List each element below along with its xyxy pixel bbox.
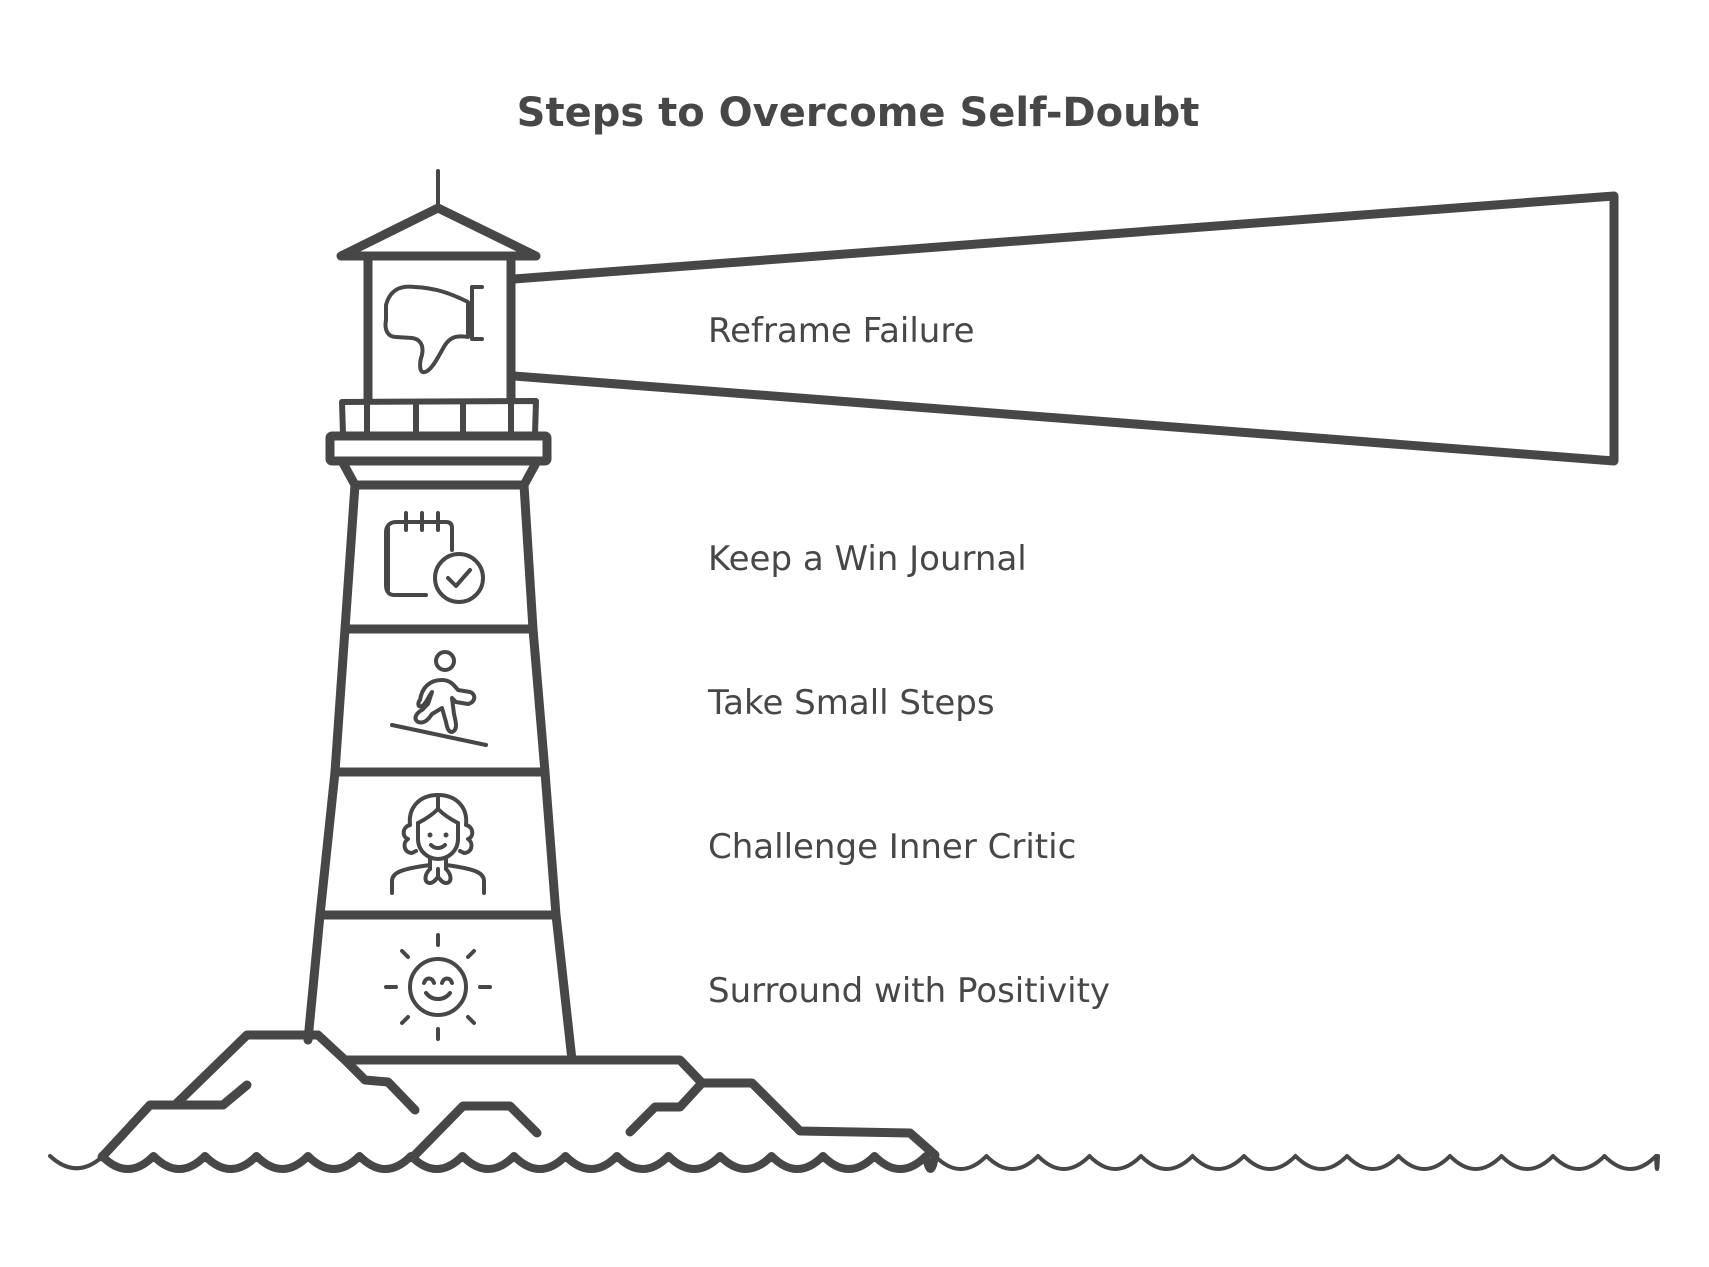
rocks <box>97 1030 940 1162</box>
step-label-surround-positivity: Surround with Positivity <box>708 971 1110 1011</box>
step-label-take-small-steps: Take Small Steps <box>707 683 995 723</box>
step-label-reframe-failure: Reframe Failure <box>708 311 975 351</box>
step-label-keep-win-journal: Keep a Win Journal <box>708 539 1027 579</box>
person-climbing-icon <box>390 650 488 747</box>
balcony-slab <box>325 431 552 466</box>
gallery-base <box>338 458 541 490</box>
lamp-room <box>363 253 516 405</box>
waves-bold <box>98 1152 939 1173</box>
light-beam <box>509 191 1619 466</box>
judge-person-icon <box>390 793 486 895</box>
waves <box>48 1154 1660 1171</box>
lighthouse-roof <box>336 203 541 261</box>
diagram-title: Steps to Overcome Self-Doubt <box>517 90 1200 136</box>
smiling-sun-icon <box>384 933 492 1041</box>
step-label-challenge-inner-critic: Challenge Inner Critic <box>708 827 1076 867</box>
balcony-railing <box>339 398 539 437</box>
calendar-check-icon <box>384 511 485 604</box>
thumbs-down-icon <box>383 284 484 375</box>
